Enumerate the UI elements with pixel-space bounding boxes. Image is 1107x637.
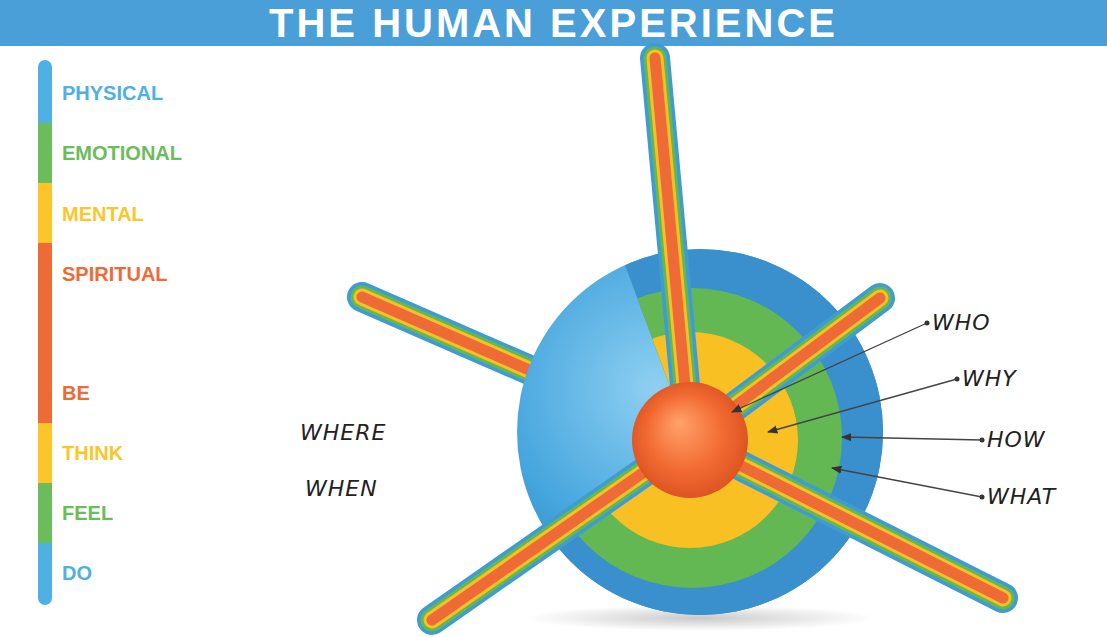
- legend-label: SPIRITUAL: [62, 262, 168, 286]
- question-label: WHY: [962, 366, 1017, 392]
- spiritual-core: [632, 382, 748, 498]
- legend-swatch: [38, 60, 52, 123]
- question-label: WHAT: [987, 484, 1056, 510]
- legend-label: EMOTIONAL: [62, 141, 182, 165]
- leader-line: [842, 437, 982, 440]
- outer-sphere: [517, 249, 883, 615]
- question-label: WHEN: [305, 476, 378, 502]
- legend-swatch: [38, 183, 52, 243]
- leader-line: [768, 379, 957, 432]
- question-label: WHERE: [300, 420, 386, 446]
- legend-label: BE: [62, 381, 90, 405]
- legend-swatch: [38, 340, 52, 423]
- legend-label: MENTAL: [62, 202, 144, 226]
- leader-lines: [732, 321, 985, 500]
- legend-label: THINK: [62, 441, 123, 465]
- title: THE HUMAN EXPERIENCE: [0, 0, 1107, 46]
- legend-swatch: [38, 243, 52, 340]
- legend-swatch: [38, 483, 52, 543]
- legend-swatch: [38, 423, 52, 483]
- leader-line: [832, 468, 982, 497]
- question-label: HOW: [987, 427, 1046, 453]
- physical-layer: [517, 249, 883, 615]
- legend-label: PHYSICAL: [62, 81, 163, 105]
- legend-swatch: [38, 123, 52, 183]
- question-label: WHO: [932, 310, 991, 336]
- legend-label: FEEL: [62, 501, 113, 525]
- leader-line: [732, 323, 927, 412]
- legend-label: DO: [62, 561, 92, 585]
- legend-swatch: [38, 543, 52, 605]
- cutaway-layers: [517, 249, 883, 615]
